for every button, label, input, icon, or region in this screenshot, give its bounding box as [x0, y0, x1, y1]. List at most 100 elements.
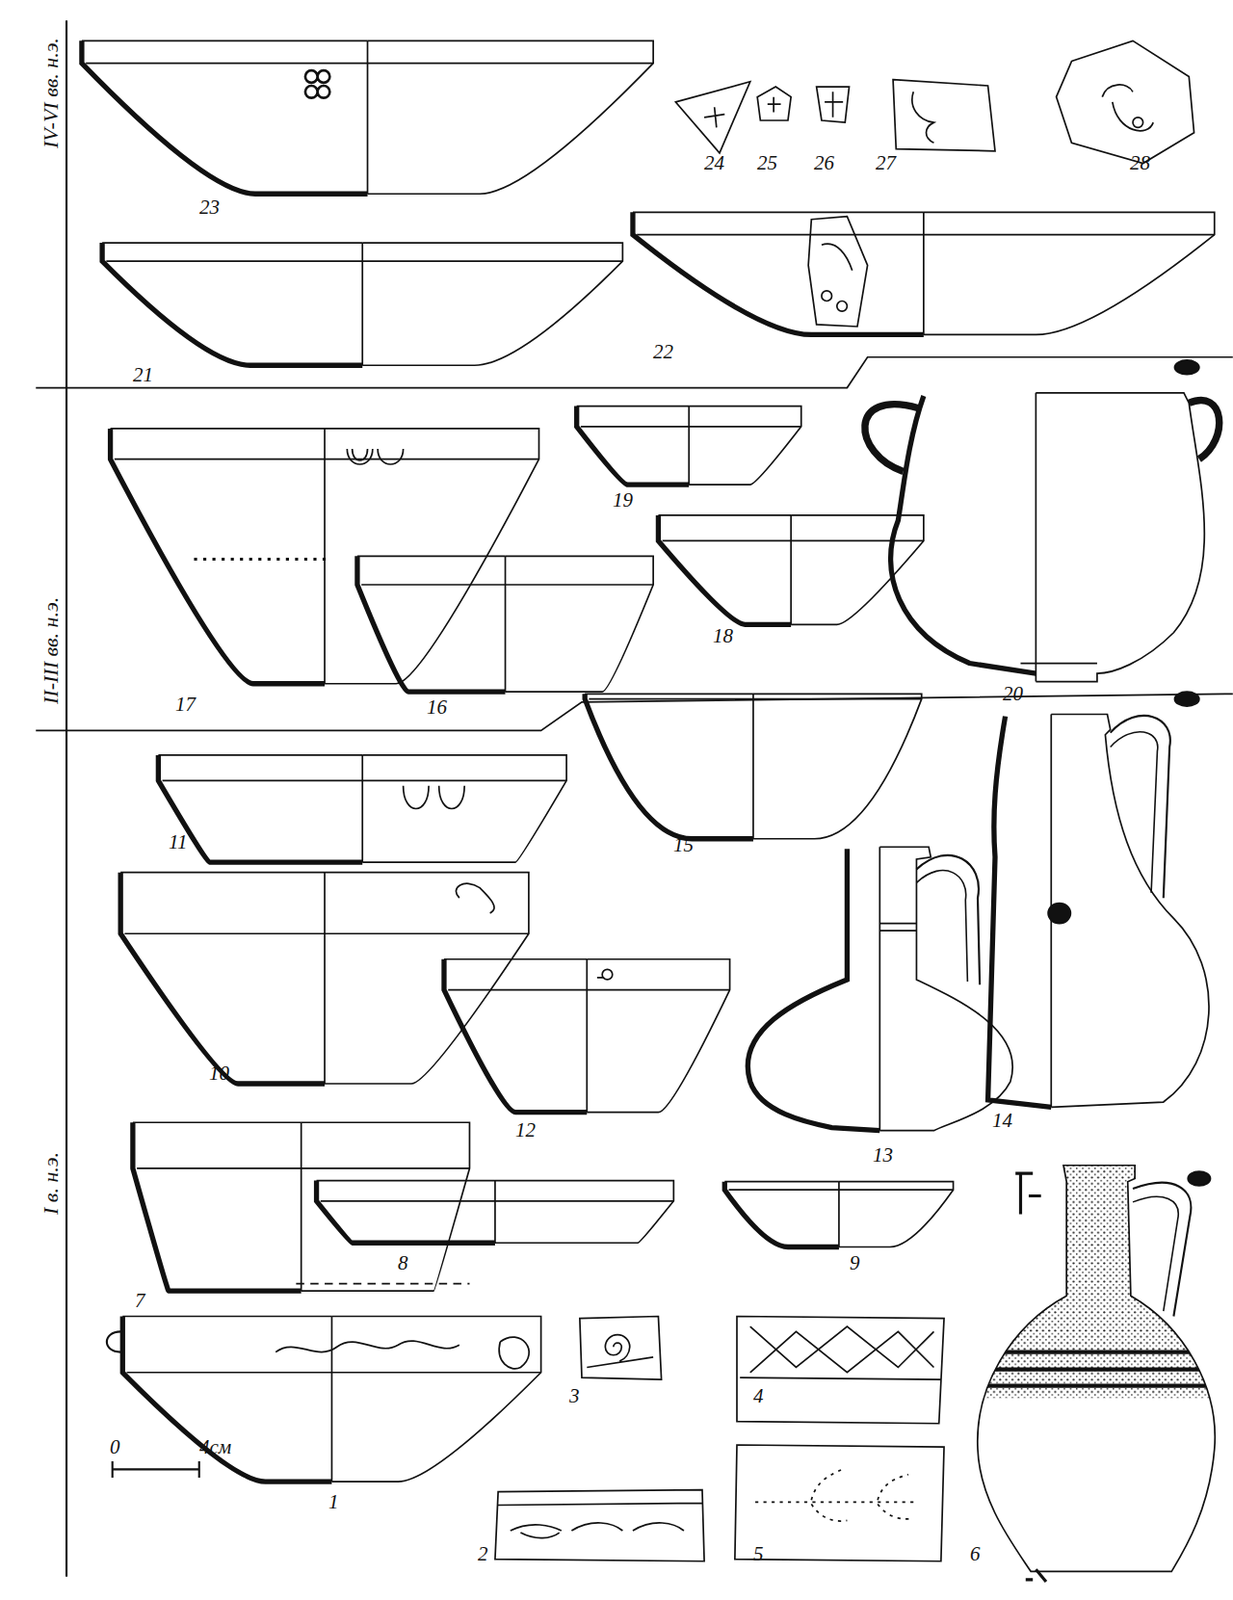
- callout-number: 22: [653, 341, 674, 363]
- arc-ornament: [346, 448, 403, 465]
- callout-number: 4: [753, 1386, 764, 1407]
- arc-ornament: [403, 786, 466, 810]
- axis-line: [65, 20, 68, 1576]
- callout-number: 8: [397, 1253, 409, 1274]
- center-line: [878, 846, 881, 1130]
- callout-number: 1: [328, 1492, 340, 1513]
- handle-section: [1048, 902, 1071, 923]
- vessel-outline: [790, 515, 924, 625]
- callout-number: 2: [477, 1544, 489, 1565]
- callout-number: 27: [875, 153, 896, 174]
- callout-number: 14: [992, 1110, 1013, 1131]
- vessel-section: [132, 1122, 302, 1291]
- vessel-outline: [495, 1180, 674, 1244]
- vessel-outline: [753, 693, 922, 839]
- vessel-outline: [505, 555, 655, 692]
- callout-number: 7: [134, 1290, 146, 1312]
- stamp-fragment: [675, 81, 750, 154]
- center-line: [357, 555, 506, 692]
- center-line: [157, 755, 363, 863]
- center-line: [657, 515, 791, 625]
- ridge-line: [879, 929, 917, 932]
- rim-line: [114, 458, 540, 461]
- period-divider: [35, 357, 1233, 389]
- rim-line: [447, 989, 730, 992]
- vessel-section: [357, 555, 506, 692]
- handle: [1110, 715, 1171, 898]
- vessel-outline: [331, 1316, 541, 1483]
- rim-line: [320, 1200, 675, 1203]
- vessel-outline: [1050, 714, 1209, 1108]
- center-line: [584, 693, 754, 839]
- handle: [1110, 732, 1158, 893]
- period-divider: [35, 693, 1233, 731]
- vessel-outline: [688, 406, 802, 486]
- rim-line: [85, 62, 654, 65]
- vessel-outline: [1035, 393, 1205, 683]
- center-line: [120, 872, 325, 1084]
- base-line: [1020, 662, 1097, 665]
- callout-number: 3: [569, 1386, 580, 1407]
- animal-stamp: [892, 79, 996, 152]
- vessel-section: [584, 693, 754, 839]
- sherd: [495, 1490, 705, 1562]
- rim-line: [127, 1371, 542, 1374]
- vessel-section: [122, 1316, 332, 1483]
- stamp-ornament: [808, 216, 867, 327]
- handle: [1132, 1196, 1179, 1312]
- ridge-line: [879, 922, 917, 925]
- bowl-group: [81, 40, 1215, 1482]
- vessel-outline: [923, 211, 1215, 335]
- sherd: [736, 1316, 945, 1424]
- callout-number: 4см: [199, 1437, 232, 1458]
- callout-number: 17: [175, 694, 196, 715]
- diamond-ornament: [750, 1326, 935, 1373]
- bird-stamp: [1056, 40, 1195, 163]
- spiral-stamp: [597, 969, 613, 980]
- vessel-section: [724, 1181, 840, 1248]
- callout-number: 0: [109, 1437, 121, 1458]
- callout-number: 20: [1002, 683, 1024, 705]
- vessel-section: [747, 848, 880, 1130]
- callout-number: 24: [704, 153, 725, 174]
- handle-section: [1174, 360, 1199, 375]
- dot-leaf-ornament: [755, 1469, 919, 1522]
- vessel-section: [632, 211, 924, 335]
- handle-section: [1187, 1171, 1210, 1186]
- center-line: [122, 1316, 332, 1483]
- vessel-section: [316, 1180, 496, 1244]
- period-label: IV-VI вв. н.э.: [40, 37, 62, 149]
- vessel-outline: [839, 1181, 954, 1248]
- rim-line: [588, 698, 921, 701]
- vessel-outline: [362, 755, 567, 863]
- center-line: [132, 1122, 302, 1291]
- rim-line: [361, 583, 654, 586]
- handle: [865, 404, 919, 473]
- rim-line: [124, 932, 528, 935]
- callout-number: 9: [849, 1253, 861, 1274]
- rosette-ornament: [455, 883, 495, 914]
- center-line: [316, 1180, 496, 1244]
- rim-line: [636, 234, 1215, 237]
- rim-line: [580, 425, 802, 428]
- base-section: [1025, 1569, 1047, 1582]
- rim-line: [162, 780, 567, 783]
- callout-number: 12: [515, 1120, 536, 1141]
- center-line: [632, 211, 924, 335]
- cross-stamp: [816, 86, 850, 123]
- mask-ornament: [498, 1337, 529, 1369]
- handle-section: [1174, 691, 1199, 707]
- callout-number: 15: [673, 835, 694, 856]
- period-label: II-III вв. н.э.: [40, 597, 62, 705]
- painted-bands: [970, 1352, 1226, 1387]
- punched-dots: [193, 557, 327, 561]
- vessel-section: [110, 428, 325, 684]
- scale-bar: [112, 1461, 200, 1478]
- sherd: [579, 1316, 662, 1381]
- callout-number: 28: [1129, 153, 1151, 174]
- vine-ornament: [275, 1340, 460, 1353]
- rim-line: [662, 540, 924, 543]
- cross-stamp: [757, 86, 791, 121]
